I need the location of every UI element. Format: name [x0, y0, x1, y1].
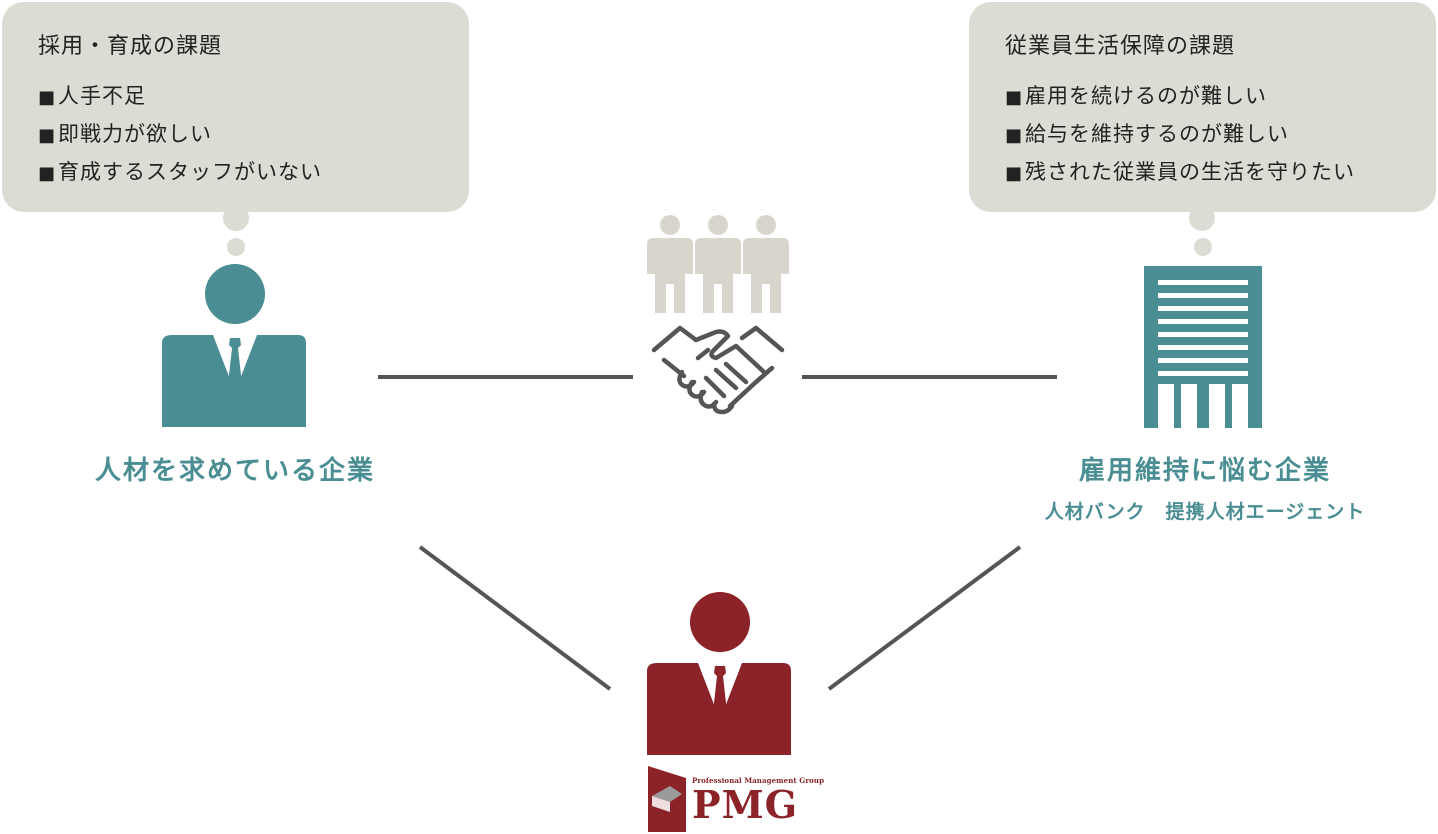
left-thought-bubble: 採用・育成の課題 人手不足 即戦力が欲しい 育成するスタッフがいない	[2, 2, 469, 212]
connector-left-bottom	[418, 545, 612, 691]
right-bubble-item: 雇用を続けるのが難しい	[1005, 78, 1400, 116]
pmg-logo-mark-icon	[648, 766, 686, 832]
pmg-logo-tagline: Professional Management Group	[692, 776, 825, 785]
handshake-icon	[651, 325, 785, 415]
pmg-logo-name: PMG	[692, 782, 799, 827]
office-building-icon	[1144, 266, 1262, 428]
left-thought-dot-small	[227, 238, 245, 256]
right-thought-dot-large	[1189, 205, 1215, 231]
left-bubble-title: 採用・育成の課題	[38, 34, 223, 59]
connector-right-bottom	[827, 545, 1022, 691]
pmg-logo: Professional Management Group PMG	[692, 776, 824, 825]
left-bubble-item: 育成するスタッフがいない	[38, 154, 433, 192]
left-bubble-item: 即戦力が欲しい	[38, 116, 433, 154]
left-party-label: 人材を求めている企業	[94, 456, 375, 486]
left-bubble-list: 人手不足 即戦力が欲しい 育成するスタッフがいない	[38, 78, 433, 192]
people-group-icon	[647, 215, 789, 313]
right-bubble-item: 給与を維持するのが難しい	[1005, 116, 1400, 154]
right-thought-bubble: 従業員生活保障の課題 雇用を続けるのが難しい 給与を維持するのが難しい 残された…	[969, 2, 1436, 212]
right-bubble-title: 従業員生活保障の課題	[1005, 34, 1236, 59]
right-bubble-list: 雇用を続けるのが難しい 給与を維持するのが難しい 残された従業員の生活を守りたい	[1005, 78, 1400, 192]
right-party-label: 雇用維持に悩む企業	[1078, 456, 1331, 486]
right-thought-dot-small	[1194, 238, 1212, 256]
left-bubble-item: 人手不足	[38, 78, 433, 116]
right-bubble-item: 残された従業員の生活を守りたい	[1005, 154, 1400, 192]
right-party-sublabel: 人材バンク 提携人材エージェント	[1044, 501, 1366, 523]
businessperson-icon	[162, 264, 306, 427]
left-thought-dot-large	[223, 205, 249, 231]
pmg-person-icon	[647, 592, 791, 755]
